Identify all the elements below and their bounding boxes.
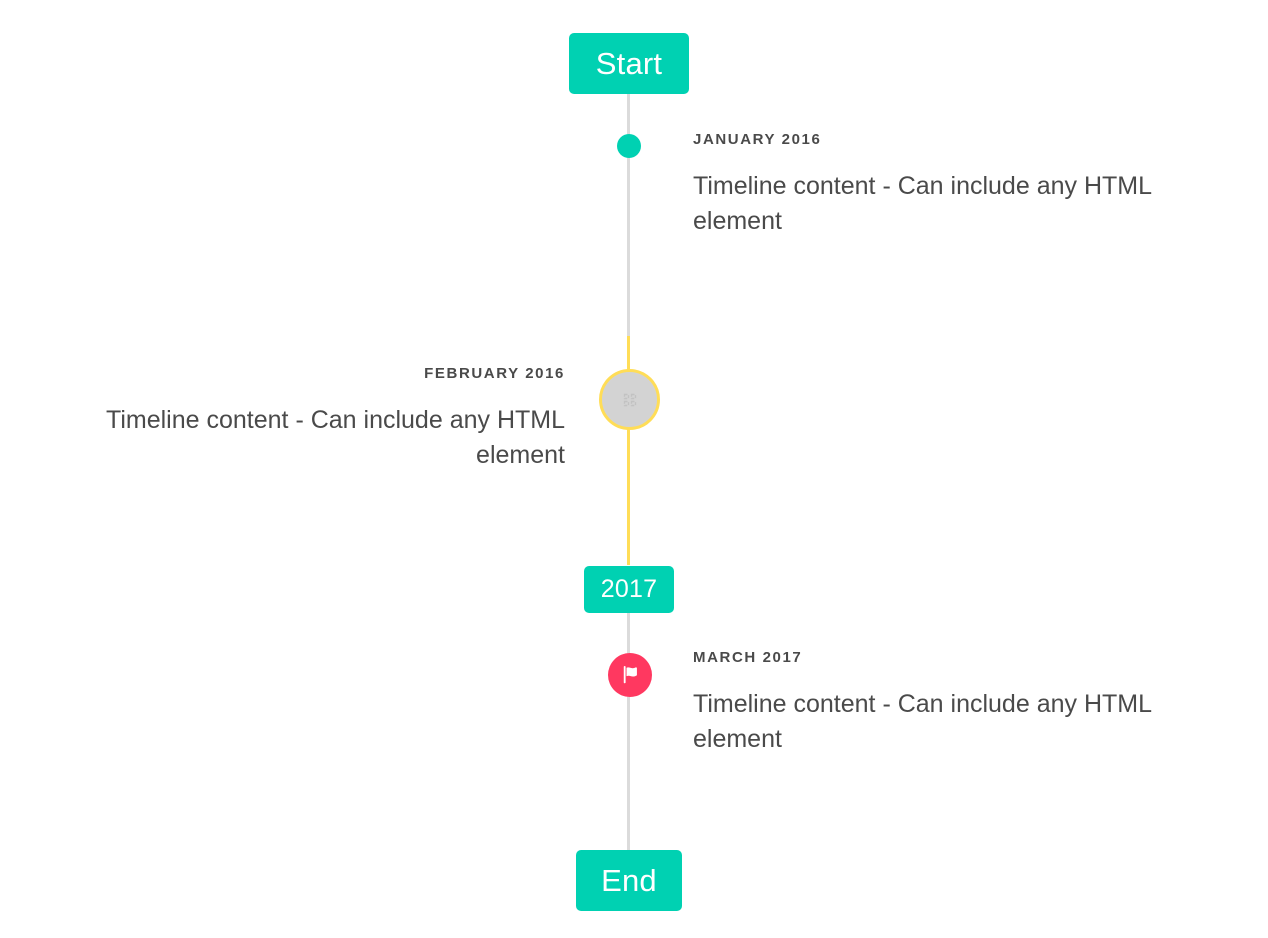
timeline-divider-2017[interactable]: 2017	[584, 566, 674, 613]
timeline-item-heading: MARCH 2017	[693, 649, 803, 666]
timeline-footer-end[interactable]: End	[576, 850, 682, 911]
timeline-item-heading: FEBRUARY 2016	[424, 365, 565, 382]
timeline-item-body: Timeline content - Can include any HTML …	[693, 171, 1152, 236]
timeline-rail-march-to-end	[627, 613, 630, 856]
flag-icon[interactable]	[608, 653, 652, 697]
timeline-rail-february-to-2017	[627, 336, 630, 565]
broken-image-glyph	[621, 391, 639, 409]
timeline-item-february-2016: FEBRUARY 2016 Timeline content - Can inc…	[24, 365, 565, 474]
timeline-item-march-2017: MARCH 2017 Timeline content - Can includ…	[693, 649, 1233, 758]
timeline-header-start[interactable]: Start	[569, 33, 689, 94]
timeline-rail-start-to-january	[627, 90, 630, 336]
timeline-item-body: Timeline content - Can include any HTML …	[693, 689, 1152, 754]
broken-image-icon[interactable]	[599, 369, 660, 430]
dot-marker-icon[interactable]	[617, 134, 641, 158]
timeline-item-heading: JANUARY 2016	[693, 131, 822, 148]
timeline-item-body: Timeline content - Can include any HTML …	[106, 405, 565, 470]
timeline-item-january-2016: JANUARY 2016 Timeline content - Can incl…	[693, 131, 1233, 240]
